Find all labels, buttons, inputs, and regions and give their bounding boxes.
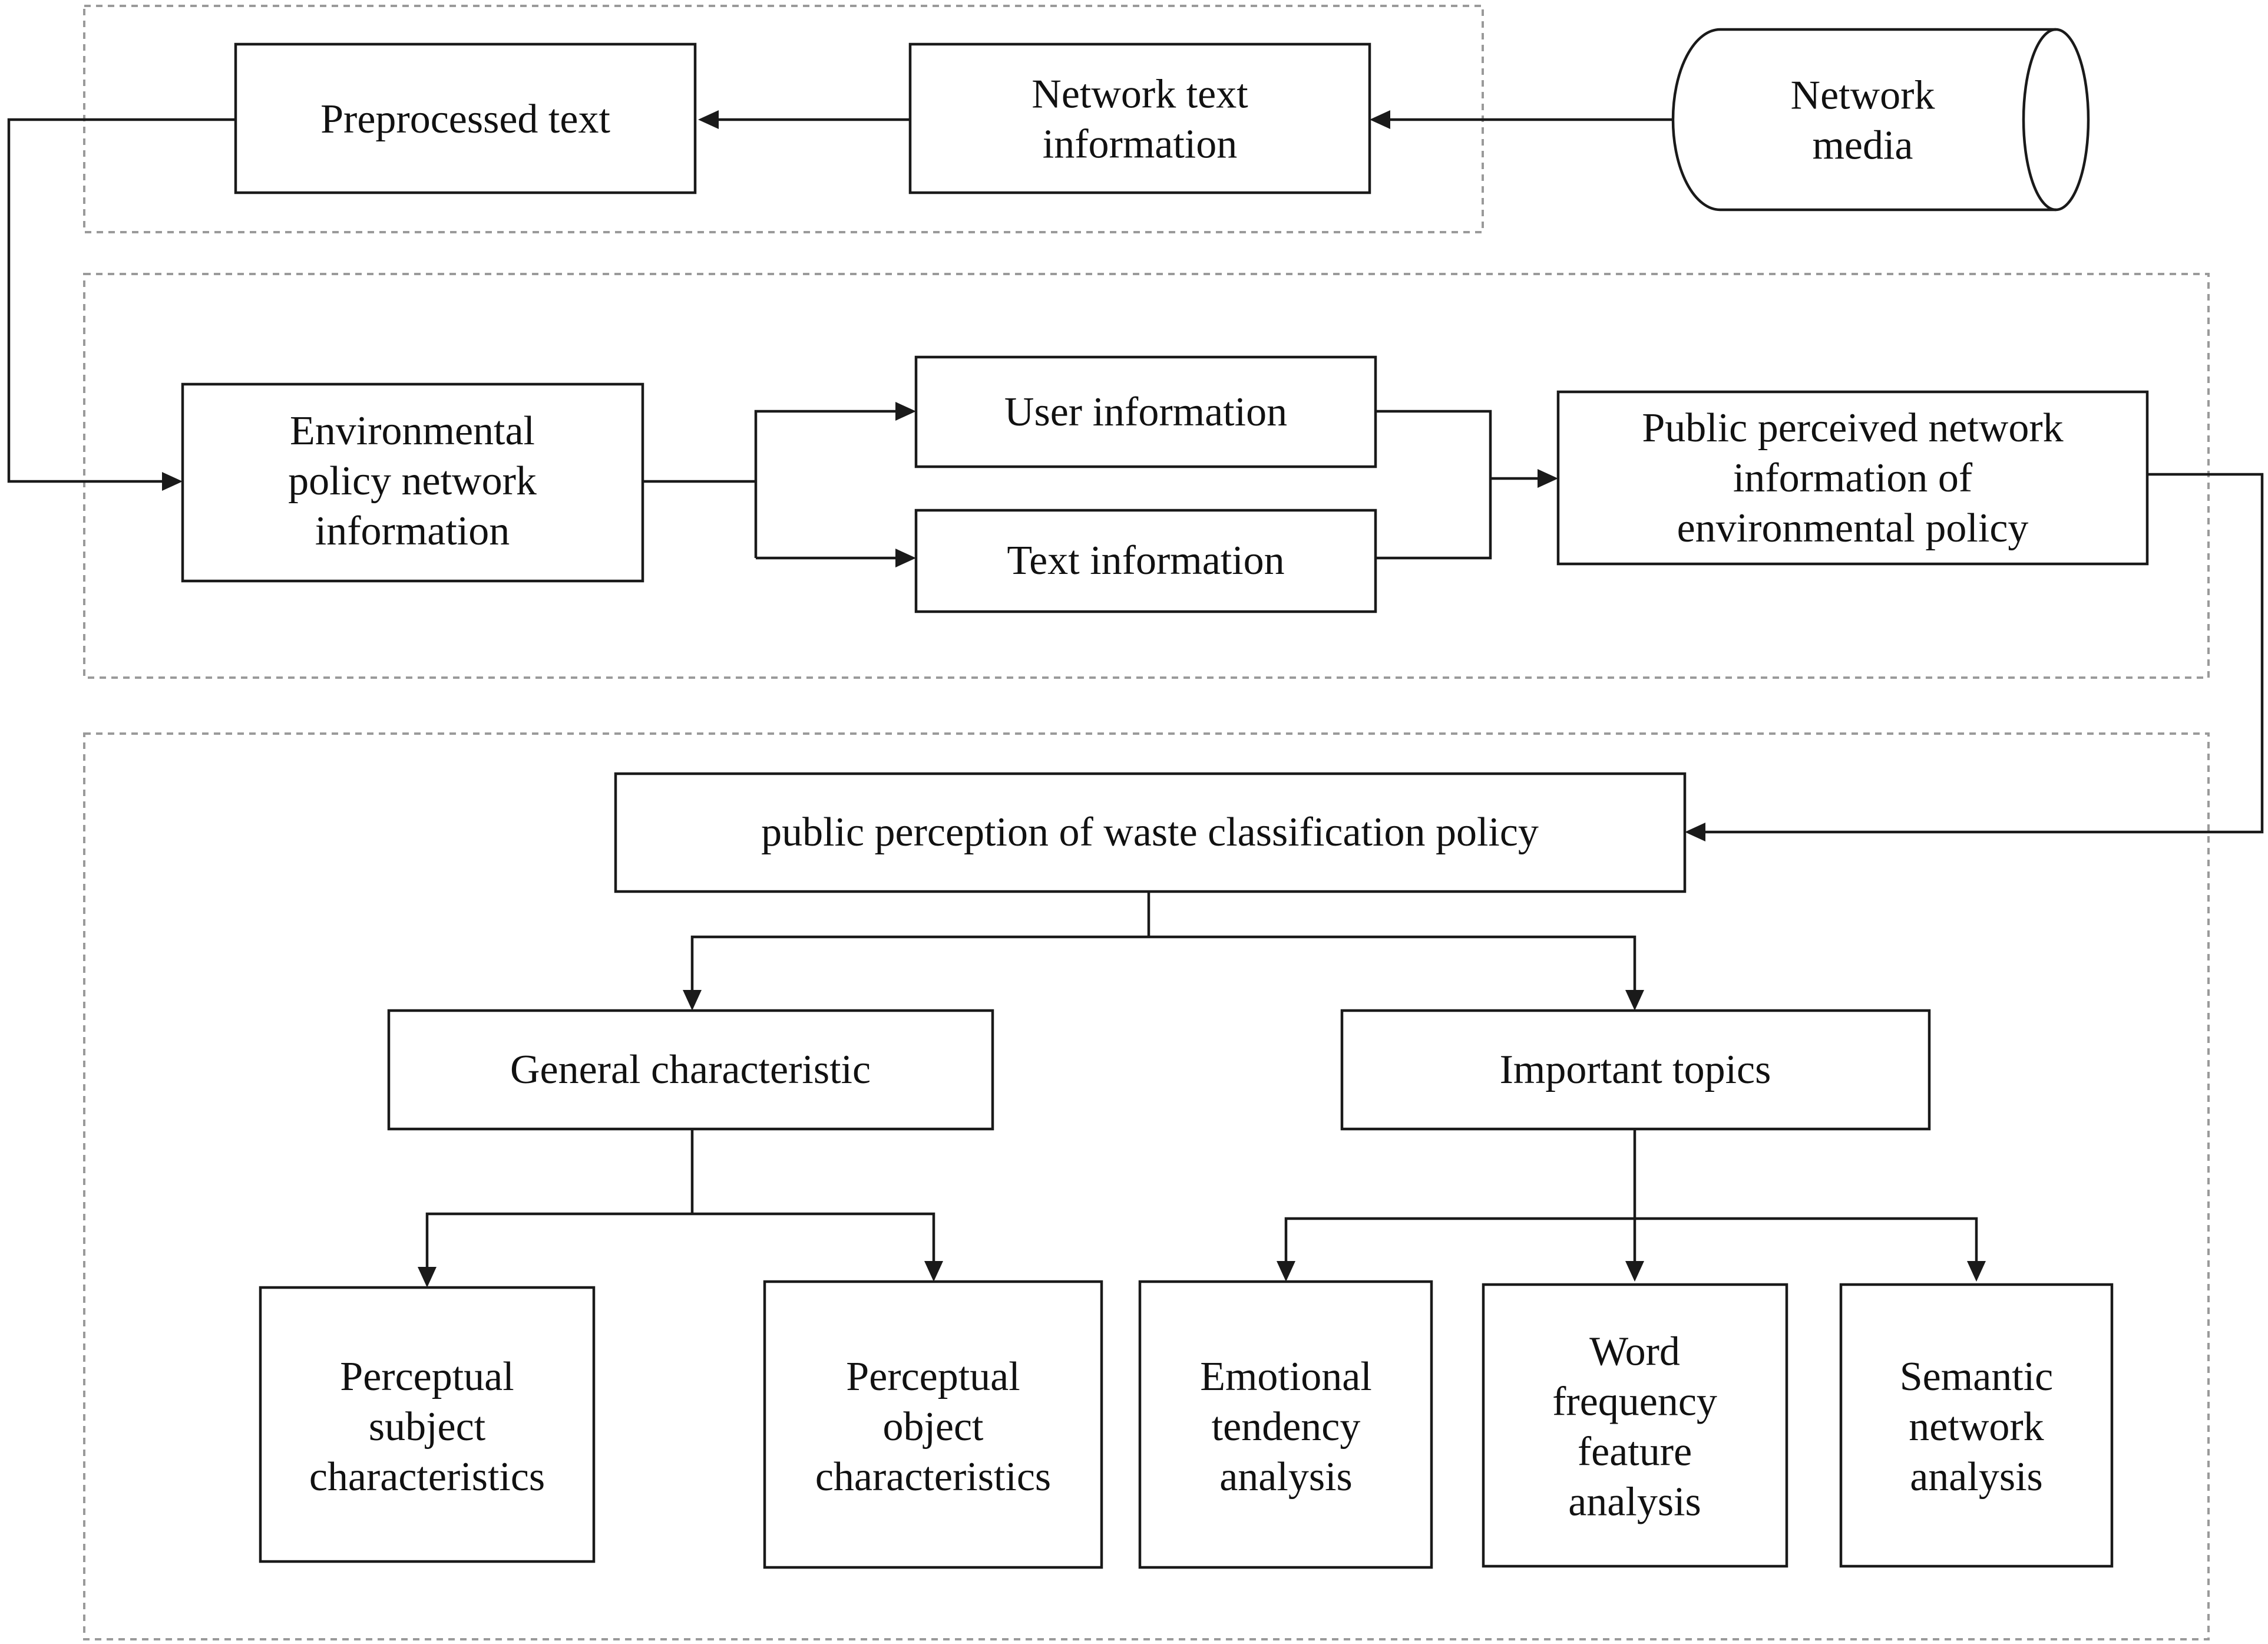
network-media-cylinder: Network media bbox=[1671, 28, 2090, 212]
connector-split-to-user-info bbox=[754, 410, 895, 558]
label-line: characteristics bbox=[815, 1454, 1051, 1500]
group-perception-analysis bbox=[83, 732, 2210, 1640]
node-important-topics: Important topics bbox=[1340, 1009, 1931, 1131]
arrowhead-icon bbox=[1538, 469, 1558, 488]
label-line: subject bbox=[369, 1404, 486, 1450]
label-line: policy network bbox=[288, 458, 537, 504]
connector-user-info-merge bbox=[1376, 410, 1492, 560]
label-line: User information bbox=[1004, 389, 1287, 435]
node-general-characteristic-label: General characteristic bbox=[510, 1047, 871, 1092]
connector-public-perceived-to-waste-policy bbox=[1705, 473, 2264, 834]
node-network-text-information: Network text information bbox=[908, 42, 1371, 194]
arrowhead-icon bbox=[1625, 990, 1644, 1011]
label-line: Network text bbox=[1031, 72, 1248, 117]
node-waste-policy-label: public perception of waste classificatio… bbox=[761, 810, 1539, 855]
connector-to-important-topics bbox=[1149, 935, 1636, 990]
arrowhead-icon bbox=[683, 990, 702, 1011]
label-line: network bbox=[1909, 1404, 2044, 1450]
label-line: Important topics bbox=[1500, 1047, 1771, 1092]
label-line: frequency bbox=[1552, 1379, 1717, 1425]
arrowhead-icon bbox=[895, 402, 916, 421]
label-line: analysis bbox=[1910, 1454, 2043, 1500]
node-user-information: User information bbox=[914, 355, 1377, 468]
group-information-extraction bbox=[83, 273, 2210, 679]
arrowhead-icon bbox=[1277, 1261, 1295, 1282]
connector-to-perceptual-object bbox=[692, 1212, 935, 1261]
arrowhead-icon bbox=[895, 549, 916, 567]
connector-to-semantic-network bbox=[1635, 1217, 1978, 1261]
label-line: analysis bbox=[1219, 1454, 1353, 1500]
node-network-text-information-label: Network text information bbox=[1031, 72, 1248, 167]
label-line: information of bbox=[1733, 455, 1973, 501]
node-preprocessed-text: Preprocessed text bbox=[234, 42, 697, 194]
label-line: General characteristic bbox=[510, 1047, 871, 1092]
label-line: Preprocessed text bbox=[320, 97, 610, 142]
label-line: media bbox=[1812, 123, 1913, 169]
connector-to-emotional-tendency bbox=[1284, 1217, 1635, 1261]
node-text-information-label: Text information bbox=[1007, 538, 1284, 583]
label-line: Word bbox=[1589, 1329, 1680, 1375]
arrowhead-icon bbox=[1685, 823, 1705, 841]
node-preprocessed-text-label: Preprocessed text bbox=[320, 97, 610, 142]
label-line: feature bbox=[1578, 1430, 1692, 1475]
label-line: information bbox=[315, 509, 510, 554]
node-text-information: Text information bbox=[914, 509, 1377, 613]
node-network-media-label: Network media bbox=[1791, 73, 1935, 169]
arrowhead-icon bbox=[1625, 1261, 1644, 1282]
label-line: Environmental bbox=[290, 408, 535, 454]
arrowhead-icon bbox=[698, 110, 719, 129]
label-line: Network bbox=[1791, 73, 1935, 118]
arrowhead-icon bbox=[1370, 110, 1390, 129]
node-general-characteristic: General characteristic bbox=[387, 1009, 994, 1131]
arrowhead-icon bbox=[1967, 1261, 1986, 1282]
label-line: public perception of waste classificatio… bbox=[761, 810, 1539, 855]
label-line: environmental policy bbox=[1677, 506, 2029, 551]
label-line: Text information bbox=[1007, 538, 1284, 583]
label-line: Perceptual bbox=[340, 1354, 514, 1399]
label-line: tendency bbox=[1212, 1404, 1361, 1450]
connectors bbox=[7, 110, 2264, 1288]
label-line: object bbox=[882, 1404, 984, 1450]
label-line: Public perceived network bbox=[1642, 405, 2063, 451]
node-important-topics-label: Important topics bbox=[1500, 1047, 1771, 1092]
arrowhead-icon bbox=[418, 1267, 437, 1288]
label-line: Perceptual bbox=[846, 1354, 1020, 1399]
connector-preprocessed-to-env-policy bbox=[7, 118, 236, 483]
label-line: analysis bbox=[1568, 1480, 1701, 1525]
label-line: Semantic bbox=[1900, 1354, 2053, 1399]
connector-to-general-characteristic bbox=[690, 935, 1149, 990]
label-line: Emotional bbox=[1200, 1354, 1372, 1399]
label-line: characteristics bbox=[309, 1454, 545, 1500]
node-public-perception-waste-policy: public perception of waste classificatio… bbox=[614, 772, 1687, 893]
connector-to-perceptual-subject bbox=[425, 1212, 692, 1267]
node-user-information-label: User information bbox=[1004, 389, 1287, 435]
arrowhead-icon bbox=[924, 1261, 943, 1282]
label-line: information bbox=[1043, 122, 1237, 167]
arrowhead-icon bbox=[162, 472, 183, 491]
